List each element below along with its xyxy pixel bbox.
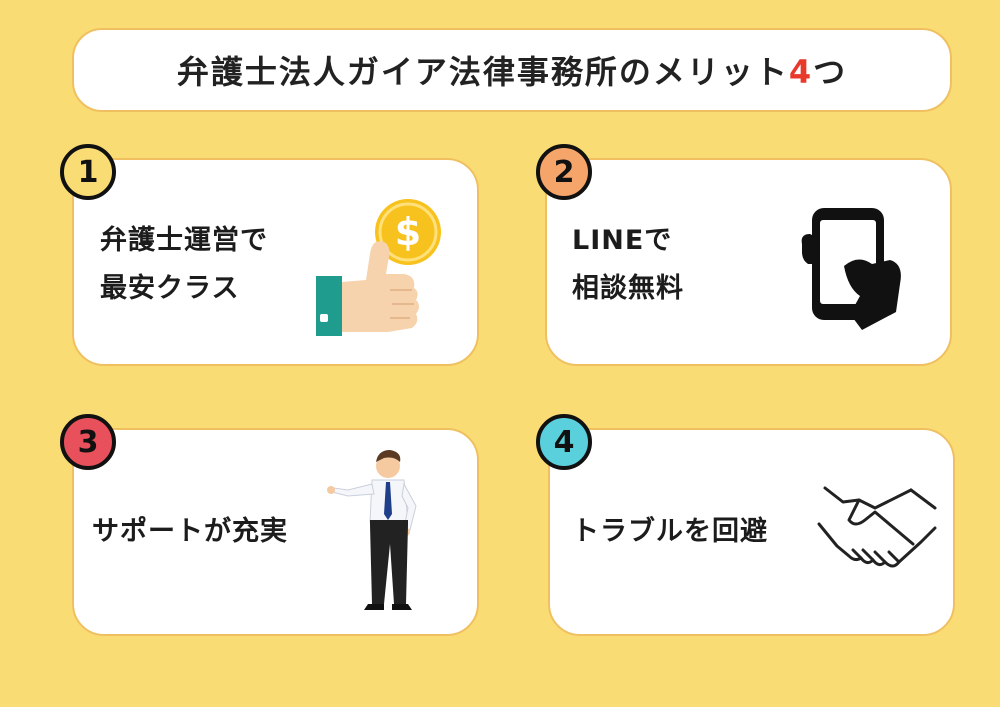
title-suffix: つ [813, 53, 848, 91]
merit-1-text: 弁護士運営で 最安クラス [100, 217, 268, 313]
number-badge-4: 4 [536, 414, 592, 470]
title-banner: 弁護士法人ガイア法律事務所のメリット4つ [72, 28, 952, 112]
handshake-icon [817, 486, 937, 568]
merit-1-line2: 最安クラス [100, 273, 240, 304]
merit-2-line1: LINEで [572, 225, 673, 256]
merit-1-line1: 弁護士運営で [100, 225, 268, 256]
svg-text:$: $ [395, 210, 421, 254]
merit-3-text: サポートが充実 [92, 508, 288, 556]
page-title: 弁護士法人ガイア法律事務所のメリット4つ [177, 47, 847, 93]
number-badge-3: 3 [60, 414, 116, 470]
merit-4-line1: トラブルを回避 [572, 516, 768, 547]
title-main: 弁護士法人ガイア法律事務所のメリット [176, 53, 789, 91]
number-badge-2: 2 [536, 144, 592, 200]
number-badge-1: 1 [60, 144, 116, 200]
thumbs-up-coin-icon: $ [316, 199, 441, 336]
merit-3-line1: サポートが充実 [92, 516, 288, 547]
merit-card-4 [548, 428, 955, 636]
smartphone-hand-icon [801, 208, 901, 330]
title-number: 4 [788, 53, 814, 91]
merit-card-3 [72, 428, 479, 636]
businessman-presenting-icon [327, 450, 417, 610]
merit-4-text: トラブルを回避 [572, 508, 768, 556]
merit-2-line2: 相談無料 [572, 273, 684, 304]
merit-2-text: LINEで 相談無料 [572, 217, 684, 313]
